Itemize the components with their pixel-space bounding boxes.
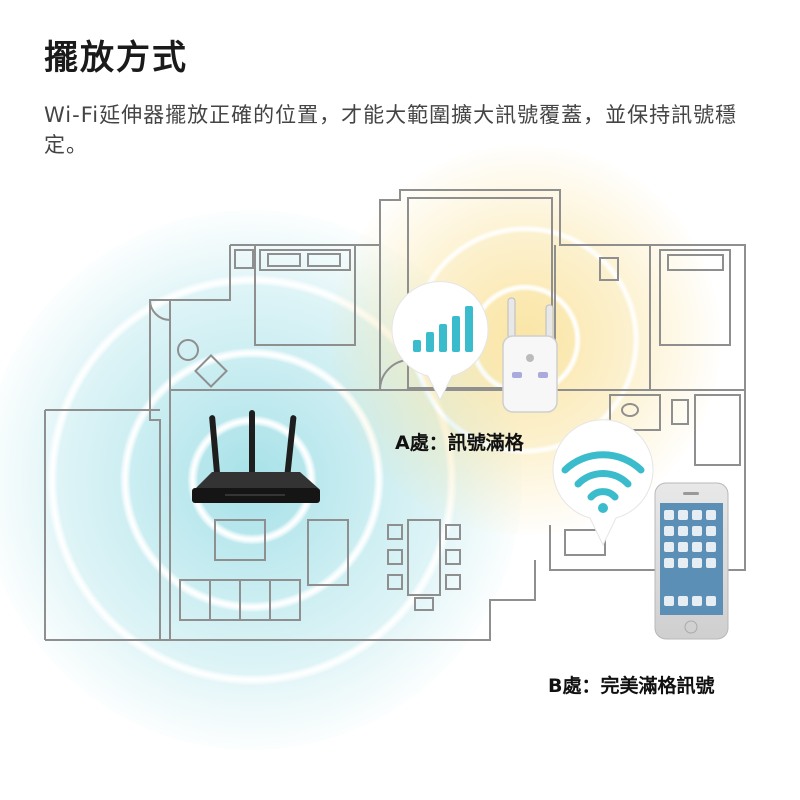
page-title: 擺放方式 xyxy=(44,38,188,78)
location-b-label: B處：完美滿格訊號 xyxy=(548,675,715,697)
smartphone-icon xyxy=(654,482,729,640)
floor-plan xyxy=(44,189,746,641)
wifi-icon xyxy=(561,451,645,501)
page-description: Wi-Fi延伸器擺放正確的位置，才能大範圍擴大訊號覆蓋，並保持訊號穩定。 xyxy=(44,103,738,157)
range-extender-icon xyxy=(502,297,558,413)
router-icon xyxy=(192,410,320,503)
wifi-bubble xyxy=(552,419,654,547)
location-a-label: A處：訊號滿格 xyxy=(395,432,524,454)
signal-bars-bubble xyxy=(391,281,489,402)
signal-bars-icon xyxy=(413,306,473,352)
